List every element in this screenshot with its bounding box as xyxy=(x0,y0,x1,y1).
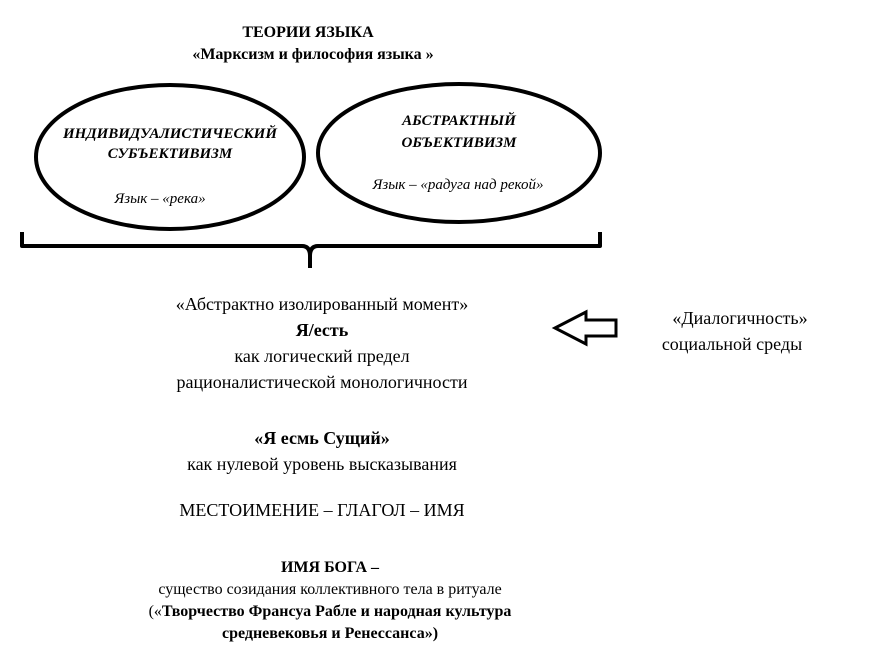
curly-brace-icon xyxy=(20,232,602,268)
left-oval xyxy=(34,83,306,231)
right-oval-heading: АБСТРАКТНЫЙ ОБЪЕКТИВИЗМ xyxy=(359,110,559,154)
center-line4: рационалистической монологичности xyxy=(176,372,468,392)
page-subtitle: «Марксизм и философия языка » xyxy=(192,46,434,63)
god-name-line3: («Творчество Франсуа Рабле и народная ку… xyxy=(60,601,600,623)
left-oval-heading-line1: ИНДИВИДУАЛИСТИЧЕСКИЙ xyxy=(62,126,277,142)
being-block: «Я есмь Сущий» как нулевой уровень выска… xyxy=(122,425,522,477)
center-line2: Я/есть xyxy=(295,320,349,340)
sequence-line: МЕСТОИМЕНИЕ – ГЛАГОЛ – ИМЯ xyxy=(179,500,465,520)
god-name-block: ИМЯ БОГА – существо созидания коллективн… xyxy=(60,557,600,645)
right-oval-heading-line1: АБСТРАКТНЫЙ xyxy=(402,113,516,129)
right-oval xyxy=(316,82,602,224)
god-name-line2: существо созидания коллективного тела в … xyxy=(158,581,502,598)
side-note-line1: «Диалогичность» xyxy=(672,308,808,328)
being-line1: «Я есмь Сущий» xyxy=(254,428,390,448)
center-block: «Абстрактно изолированный момент» Я/есть… xyxy=(122,291,522,395)
god-name-line3-prefix: (« xyxy=(148,603,162,620)
god-name-line3-title: Творчество Франсуа Рабле и народная куль… xyxy=(161,603,512,620)
center-line3: как логический предел xyxy=(234,346,410,366)
left-arrow-icon xyxy=(551,309,618,347)
right-oval-metaphor: Язык – «радуга над рекой» xyxy=(372,177,544,193)
left-oval-heading: ИНДИВИДУАЛИСТИЧЕСКИЙ СУБЪЕКТИВИЗМ xyxy=(38,124,302,164)
left-oval-heading-line2: СУБЪЕКТИВИЗМ xyxy=(107,146,233,162)
god-name-title: ИМЯ БОГА – xyxy=(280,559,379,576)
left-oval-metaphor: Язык – «река» xyxy=(114,191,206,207)
right-oval-heading-line2: ОБЪЕКТИВИЗМ xyxy=(401,135,517,151)
being-line2: как нулевой уровень высказывания xyxy=(187,454,457,474)
side-note: «Диалогичность» социальной среды xyxy=(640,305,840,357)
god-name-line4: средневековья и Ренессанса») xyxy=(221,625,439,642)
side-note-line2: социальной среды xyxy=(661,334,803,354)
center-line1: «Абстрактно изолированный момент» xyxy=(175,294,469,314)
page-title: ТЕОРИИ ЯЗЫКА xyxy=(242,24,374,41)
